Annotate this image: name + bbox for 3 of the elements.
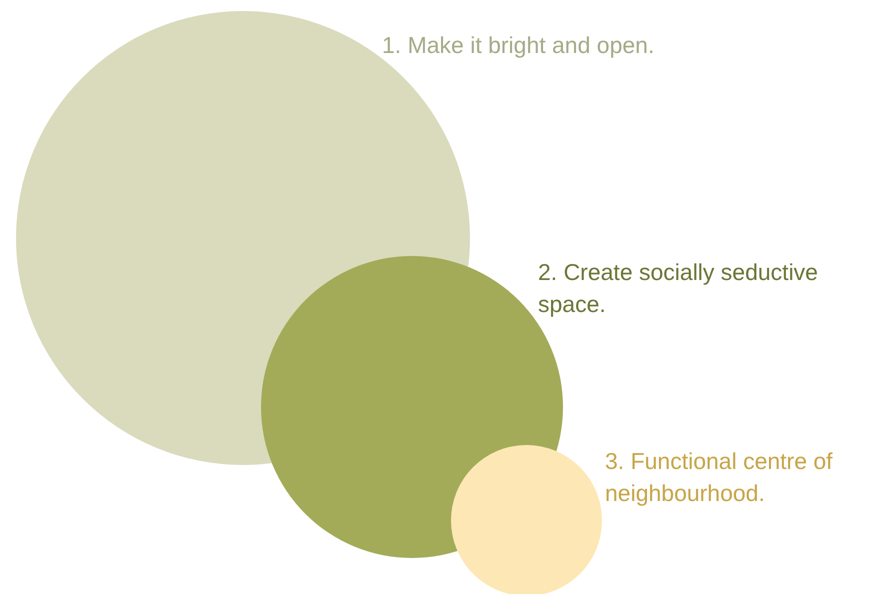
point-text: 1. Make it bright and open.: [382, 31, 656, 60]
point-text: 3. Functional centre of neighbourhood.: [605, 447, 834, 508]
point-text: 2. Create socially seductive space.: [538, 258, 819, 319]
